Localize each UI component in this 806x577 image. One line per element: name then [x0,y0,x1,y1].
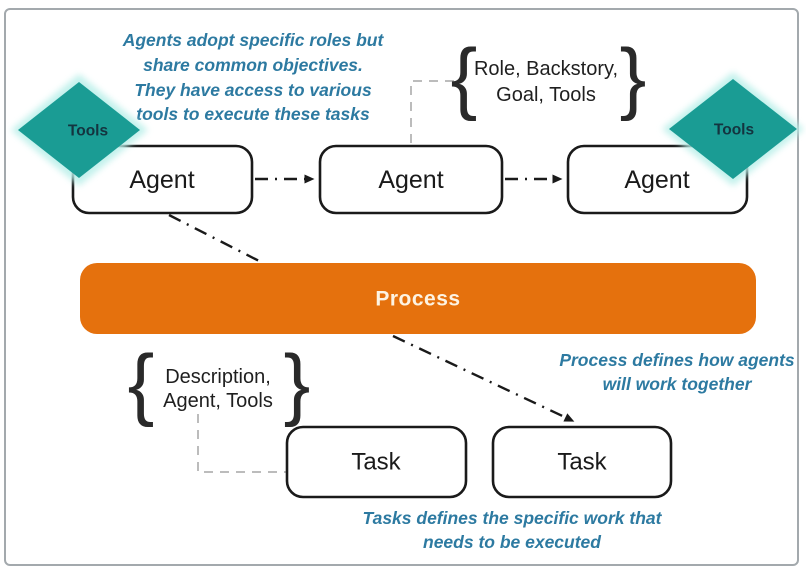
curly-brace-open: { [128,339,155,428]
curly-brace-close: } [284,339,311,428]
agents-note-line: tools to execute these tasks [136,104,370,124]
task-node-2-label: Task [557,449,607,476]
process-note-line: Process defines how agents [559,350,795,370]
tools-diamond-right: Tools [662,72,804,186]
tasks-note-line: needs to be executed [423,532,601,552]
curly-brace-open: { [451,33,478,122]
agents-note-line: share common objectives. [143,55,363,75]
task-attrs-line: Description, [165,366,271,388]
tools-label: Tools [68,123,108,140]
agent-attrs-line: Role, Backstory, [474,58,618,80]
tasks-note: Tasks defines the specific work that nee… [363,508,663,552]
task-node-1 [285,425,468,499]
tasks-note-line: Tasks defines the specific work that [363,508,663,528]
tools-diamond-shape [18,82,140,178]
process-bar [80,263,756,334]
agents-note-line: They have access to various [134,80,372,100]
task-attrs-annotation: { Description, Agent, Tools } [128,339,311,428]
connector-agent-process [168,213,264,265]
arrow-process-task2 [392,334,575,423]
agent-node-2 [318,144,504,215]
tools-diamond-left: Tools [11,74,148,186]
process-note: Process defines how agents will work tog… [559,350,795,394]
curly-brace-close: } [620,33,647,122]
connector-task-attrs [197,414,286,473]
agent-node-2-label: Agent [378,166,443,194]
connector-agent-attrs [410,80,456,143]
process-label: Process [375,288,460,311]
agent-node-1-label: Agent [129,166,194,194]
task-attrs-line: Agent, Tools [163,390,273,412]
agents-note: Agents adopt specific roles but share co… [122,30,385,124]
task-node-1-label: Task [351,449,401,476]
agents-note-line: Agents adopt specific roles but [122,30,385,50]
agent-node-3-label: Agent [624,166,689,194]
agent-attrs-line: Goal, Tools [496,84,596,106]
tools-diamond-shape [669,79,797,179]
agent-attrs-annotation: { Role, Backstory, Goal, Tools } [451,33,647,122]
process-note-line: will work together [603,374,753,394]
task-node-2 [491,425,673,499]
agent-node-3 [566,144,749,215]
tools-label: Tools [714,122,754,139]
